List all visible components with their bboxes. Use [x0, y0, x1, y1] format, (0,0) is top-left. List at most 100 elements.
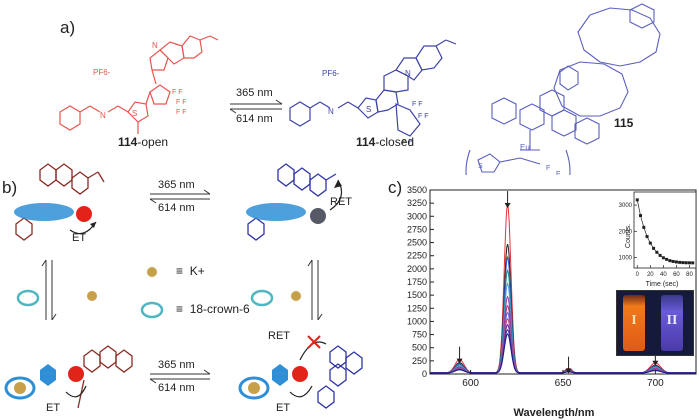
panel-a-label: a) [60, 18, 76, 37]
inset-data-point [674, 260, 678, 264]
svg-text:N: N [405, 69, 411, 78]
inset-data-point [678, 260, 682, 264]
inset-data-point [687, 261, 691, 265]
svg-text:F F: F F [418, 113, 429, 120]
legend-crown-symbol [140, 301, 164, 319]
compound-state-open: -open [137, 135, 169, 149]
inset-data-point [642, 225, 646, 229]
inset-x-tick-label: 40 [660, 272, 667, 278]
panel-a-structures: PF6- N S N F F F F F F PF6- N S N F F F … [59, 3, 661, 175]
inset-x-tick-label: 0 [636, 272, 640, 278]
svg-text:S: S [366, 105, 371, 114]
trend-arrow-head [504, 203, 511, 209]
y-tick-label: 1750 [407, 277, 427, 287]
legend-text-potassium: K+ [189, 264, 205, 278]
eu-center-top-right [310, 208, 326, 224]
equilibrium-arrows-b-top [149, 189, 211, 204]
arrow-label-vis-a: 614 nm [236, 113, 273, 125]
y-tick-label: 3250 [407, 198, 427, 208]
vial-label-I: I [631, 313, 637, 328]
y-tick-label: 1500 [407, 290, 427, 300]
inset-data-point [652, 246, 656, 250]
inset-x-tick-label: 80 [686, 272, 693, 278]
legend-potassium-symbol [147, 267, 157, 277]
equilibrium-arrows-b-bottom [149, 369, 211, 384]
legend-potassium: ≡ K+ [176, 264, 205, 278]
inset-data-point [665, 257, 669, 261]
counterion-open: PF6- [93, 68, 111, 77]
legend-equiv-1: ≡ [176, 264, 184, 278]
inset-data-point [639, 214, 643, 218]
svg-text:F: F [556, 171, 560, 175]
svg-text:S: S [478, 163, 483, 170]
y-tick-label: 2250 [407, 251, 427, 261]
et-label-bottom-right: ET [276, 402, 291, 414]
svg-text:F F: F F [172, 89, 183, 96]
y-tick-label: 500 [412, 343, 427, 353]
trend-arrow-head [456, 358, 463, 364]
eu-center-bottom-right [292, 366, 308, 382]
compound-label-open: 114-open [118, 135, 168, 149]
svg-text:F F: F F [402, 139, 413, 146]
arrow-label-vis-b-top: 614 nm [158, 202, 195, 214]
inset-y-tick-label: 2000 [619, 229, 633, 235]
equilibrium-arrows-a [229, 99, 283, 114]
inset-data-point [684, 261, 688, 265]
complex-115 [465, 3, 661, 175]
assembly-closed-bottom [317, 345, 363, 409]
y-tick-label: 0 [422, 369, 427, 379]
ret-label-bottom: RET [268, 330, 290, 342]
assembly-open-bottom [77, 345, 133, 409]
arrow-label-uv-b-top: 365 nm [158, 179, 195, 191]
legend-equiv-2: ≡ [176, 302, 184, 316]
inset-data-point [658, 253, 662, 257]
vial-II [661, 295, 683, 351]
svg-text:N: N [100, 111, 106, 120]
y-tick-label: 3000 [407, 211, 427, 221]
inset-frame [633, 191, 697, 269]
vial-I [623, 295, 645, 351]
arrow-label-vis-b-bottom: 614 nm [158, 382, 195, 394]
inset-x-label: Time (sec) [646, 281, 679, 288]
inset-data-point [645, 235, 649, 239]
crown-ether-top-right [246, 203, 306, 221]
assembly-closed-top [247, 163, 337, 241]
arrow-label-uv-b-bottom: 365 nm [158, 359, 195, 371]
eu-center-top-left [76, 206, 92, 222]
vial-label-II: II [666, 313, 678, 328]
svg-text:F: F [546, 165, 550, 172]
trend-arrow-head [652, 360, 659, 366]
svg-text:F F: F F [176, 109, 187, 116]
svg-text:N: N [152, 41, 158, 50]
inset-y-label: Counts. [625, 224, 632, 248]
svg-text:F F: F F [176, 99, 187, 106]
inset-x-tick-label: 60 [673, 272, 680, 278]
inset-data-point [681, 261, 685, 265]
svg-text:S: S [132, 109, 137, 118]
et-label-top: ET [72, 232, 87, 244]
compound-state-closed: -closed [375, 135, 415, 149]
legend-text-crown: 18-crown-6 [189, 302, 250, 316]
compound-number-closed: 114 [356, 135, 376, 149]
inset-data-point [691, 261, 695, 265]
panel-b-scheme [4, 163, 363, 409]
legend-crown: ≡ 18-crown-6 [176, 302, 250, 316]
y-tick-label: 2500 [407, 238, 427, 248]
crown-ether-top-left [14, 203, 74, 221]
y-tick-label: 3500 [407, 185, 427, 195]
inset-data-point [661, 256, 665, 260]
svg-text:N: N [328, 107, 334, 116]
x-tick-label: 600 [462, 378, 479, 389]
counterion-closed: PF6- [322, 69, 340, 78]
inset-data-point [668, 259, 672, 263]
et-label-bottom-left: ET [46, 402, 61, 414]
y-tick-label: 2000 [407, 264, 427, 274]
blocked-ret-cross-icon [307, 335, 321, 349]
arrow-label-uv-a: 365 nm [236, 87, 273, 99]
svg-text:Eu: Eu [520, 143, 530, 152]
panel-b-label: b) [2, 178, 18, 197]
inset-data-point [648, 241, 652, 245]
x-axis-label: Wavelength/nm [514, 407, 595, 419]
molecule-114-closed [289, 39, 457, 137]
